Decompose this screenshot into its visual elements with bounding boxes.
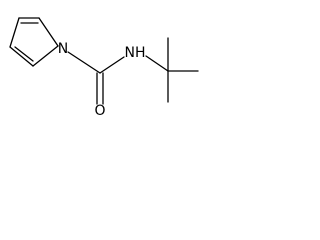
ring-double-bond-c4-c5 bbox=[14, 46, 34, 62]
bond-nh-quaternary-c bbox=[145, 55, 169, 72]
ring-nitrogen-label: N bbox=[58, 41, 68, 57]
ring-bond-c3-c4 bbox=[9, 17, 20, 48]
tert-butyl-group bbox=[145, 37, 199, 103]
pyrrole-ring bbox=[9, 17, 59, 67]
carboxamide-group bbox=[67, 51, 125, 105]
chemical-structure: N NH O bbox=[9, 17, 199, 119]
bond-carbonyl-c-nh bbox=[99, 56, 125, 74]
carbonyl-oxygen-label: O bbox=[94, 103, 105, 119]
bond-n1-carbonyl-c bbox=[67, 51, 101, 74]
amide-nitrogen-label: NH bbox=[125, 45, 146, 61]
ring-bond-c5-n1 bbox=[32, 45, 59, 67]
ring-bond-n1-c2 bbox=[38, 17, 59, 47]
ring-bond-c4-c5 bbox=[9, 46, 34, 67]
